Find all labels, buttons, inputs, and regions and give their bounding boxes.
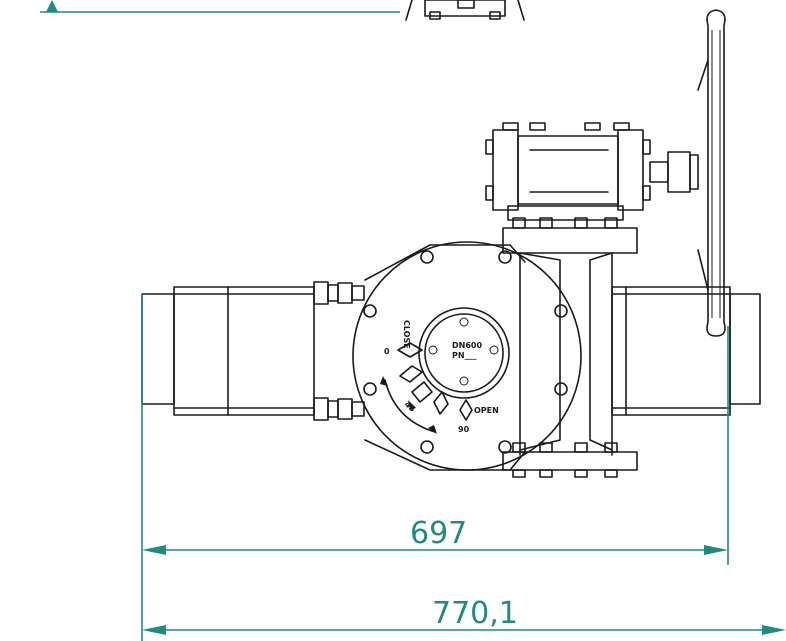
worm-gear-unit bbox=[485, 122, 699, 221]
dimension-770-label: 770,1 bbox=[432, 596, 518, 631]
dimension-770: 770,1 bbox=[141, 560, 786, 641]
mid-value-label: 45 bbox=[403, 400, 418, 414]
dimension-697: 697 bbox=[141, 294, 729, 565]
handwheel bbox=[697, 9, 726, 337]
upper-bolts bbox=[512, 217, 618, 229]
dimension-697-label: 697 bbox=[410, 516, 467, 551]
lower-bolts bbox=[512, 442, 618, 478]
close-label: CLOSE bbox=[402, 320, 411, 349]
nameplate-line2: PN___ bbox=[452, 351, 477, 360]
gearbox-housing bbox=[502, 217, 638, 478]
valve-body bbox=[141, 286, 761, 416]
nameplate-line1: DN600 bbox=[452, 341, 482, 350]
close-value: 0 bbox=[384, 347, 390, 356]
actuator-housing bbox=[352, 241, 582, 471]
left-fittings bbox=[313, 281, 365, 421]
open-value: 90 bbox=[458, 425, 470, 434]
housing-bolt-holes bbox=[363, 250, 568, 454]
open-label: OPEN bbox=[474, 406, 499, 415]
top-view-fragment bbox=[40, 0, 525, 21]
